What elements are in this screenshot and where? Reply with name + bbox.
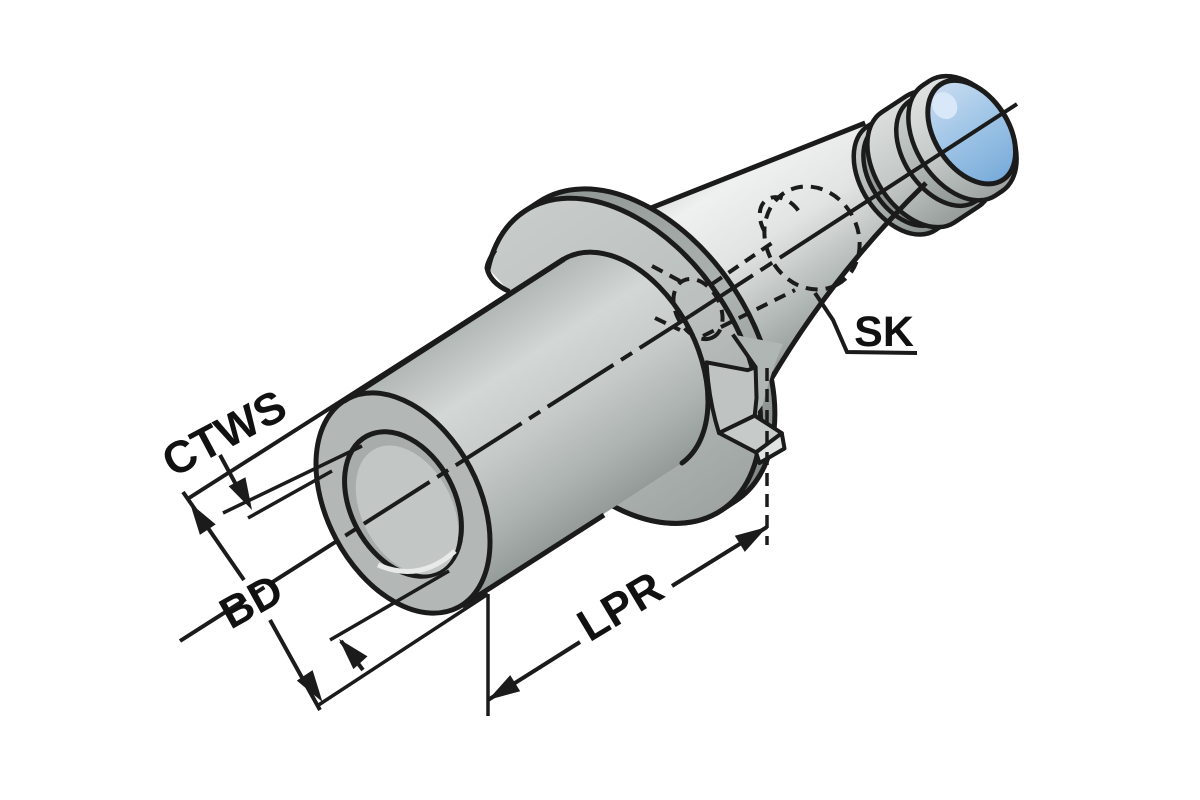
svg-text:SK: SK xyxy=(854,308,914,356)
